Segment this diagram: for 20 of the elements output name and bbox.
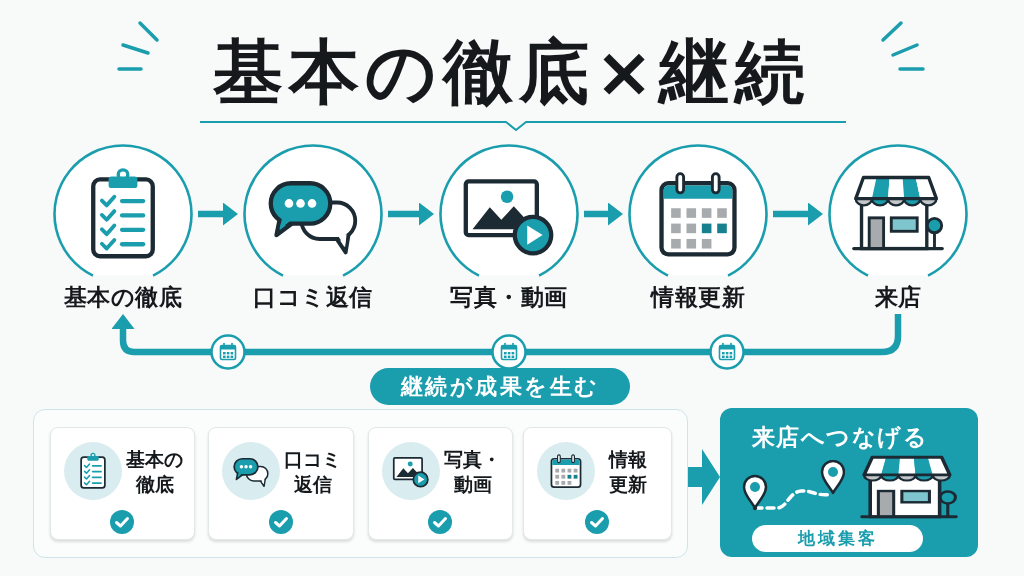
card-label: 基本の徹底 xyxy=(125,446,184,497)
step-label: 口コミ返信 xyxy=(253,283,373,311)
step-label: 写真・動画 xyxy=(450,283,568,311)
result-panel xyxy=(720,408,978,557)
tag-pill: 地域集客 xyxy=(752,525,923,552)
banner: 継続が成果を生む xyxy=(370,368,630,405)
card xyxy=(49,426,195,540)
card xyxy=(367,426,513,540)
title: 基本の徹底×継続 xyxy=(212,30,812,114)
card xyxy=(522,426,672,540)
card-label: 情報更新 xyxy=(607,446,648,497)
step-label: 情報更新 xyxy=(651,283,745,311)
step-label: 基本の徹底 xyxy=(63,283,183,311)
panel-title: 来店へつなげる xyxy=(751,423,929,452)
card-label: 写真・動画 xyxy=(443,446,502,497)
card-label: 口コミ返信 xyxy=(283,446,342,497)
card-panel xyxy=(33,409,688,558)
card xyxy=(207,426,354,540)
block-arrow xyxy=(688,449,720,505)
step-label: 来店 xyxy=(874,283,922,311)
